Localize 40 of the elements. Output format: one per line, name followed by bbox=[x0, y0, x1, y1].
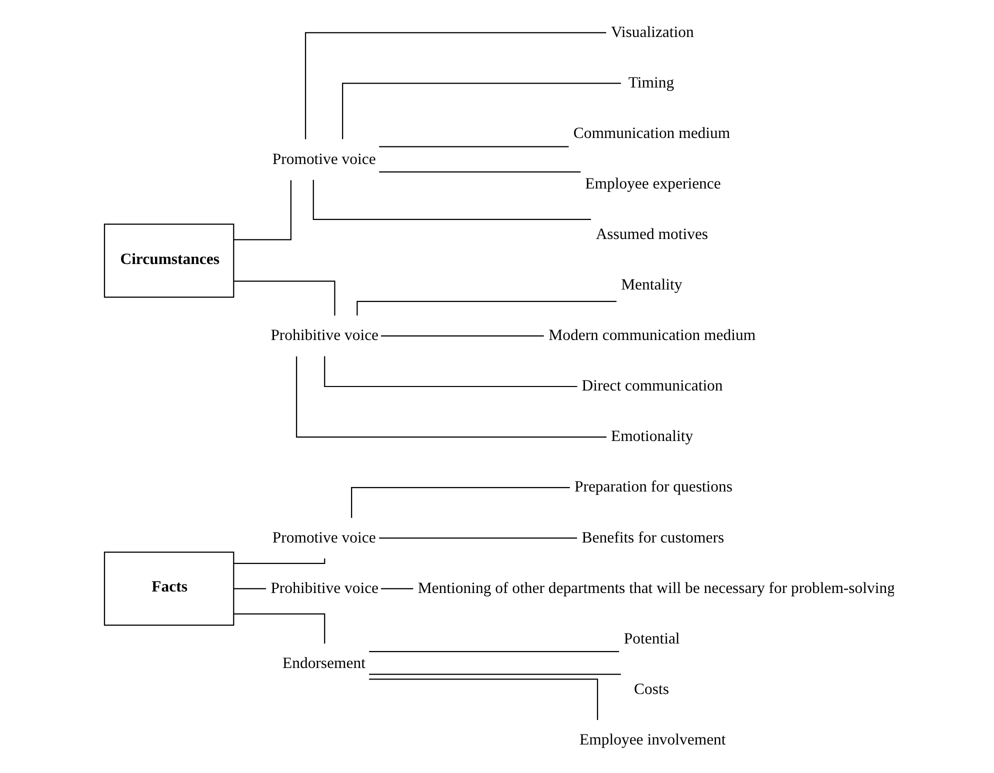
connector bbox=[296, 356, 606, 438]
node-text: Benefits for customers bbox=[582, 529, 724, 546]
connector bbox=[234, 588, 266, 590]
node-text: Employee involvement bbox=[580, 731, 726, 748]
connector bbox=[304, 32, 606, 140]
node-text: Potential bbox=[624, 630, 680, 648]
connector bbox=[312, 180, 591, 220]
node-text: Promotive voice bbox=[272, 529, 376, 546]
connector bbox=[379, 171, 581, 173]
node-text: Visualization bbox=[610, 24, 694, 41]
connector bbox=[369, 674, 621, 675]
connector bbox=[369, 678, 598, 720]
node-text: Preparation for questions bbox=[574, 478, 733, 496]
node-text: Emotionality bbox=[610, 428, 694, 446]
connector bbox=[324, 356, 578, 388]
connector bbox=[356, 300, 617, 316]
node-text: Endorsement bbox=[282, 655, 366, 672]
node-text: Communication medium bbox=[573, 124, 730, 142]
node-text: Prohibitive voice bbox=[270, 580, 379, 597]
node-text: Mentality bbox=[621, 276, 682, 294]
connector bbox=[369, 650, 620, 652]
connector bbox=[234, 180, 292, 240]
connector bbox=[379, 146, 569, 148]
node-text: Costs bbox=[634, 680, 669, 698]
connector bbox=[381, 588, 414, 590]
node-box: Circumstances bbox=[104, 224, 234, 298]
connector bbox=[342, 82, 621, 140]
node-text: Assumed motives bbox=[596, 226, 708, 244]
node-text: Modern communication medium bbox=[548, 327, 756, 344]
node-text: Prohibitive voice bbox=[270, 327, 379, 344]
connector bbox=[381, 335, 544, 337]
node-box: Facts bbox=[104, 552, 234, 626]
node-text: Direct communication bbox=[582, 378, 723, 395]
node-text: Employee experience bbox=[585, 176, 721, 193]
connector bbox=[351, 487, 570, 518]
connector bbox=[234, 613, 326, 644]
connector bbox=[234, 280, 336, 316]
node-text: Timing bbox=[628, 74, 674, 92]
node-text: Promotive voice bbox=[272, 150, 376, 168]
connector bbox=[379, 538, 578, 539]
